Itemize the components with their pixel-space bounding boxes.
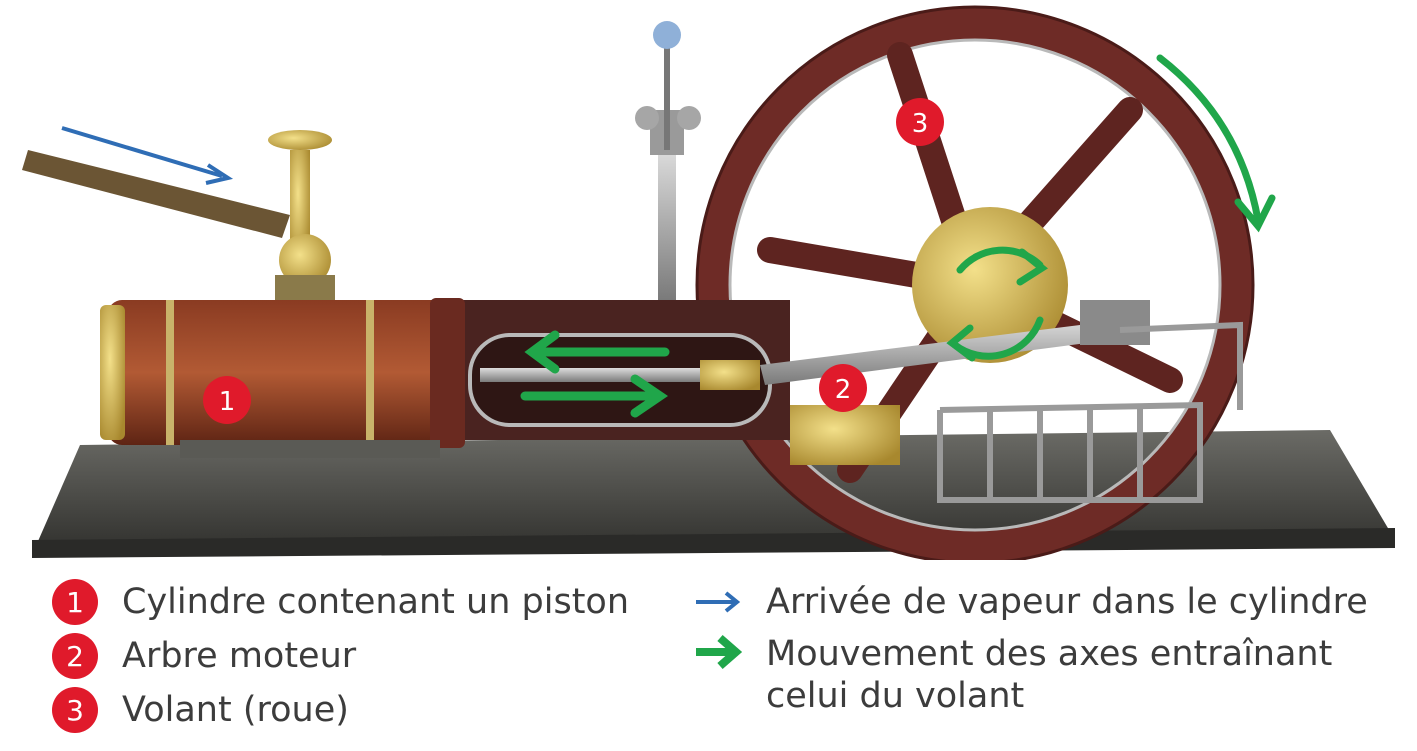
steam-inflow-arrow: [61, 126, 234, 185]
legend-text-shaft: Arbre moteur: [122, 636, 357, 676]
guard-rail: [937, 321, 1243, 503]
marker-2: 2: [819, 364, 867, 412]
cylinder: [100, 298, 465, 458]
legend-item-steam: Arrivée de vapeur dans le cylindre: [694, 579, 1368, 625]
legend-badge-1: 1: [52, 579, 98, 625]
marker-3: 3: [896, 98, 944, 146]
legend: 1 Cylindre contenant un piston 2 Arbre m…: [0, 565, 1417, 751]
legend-item-shaft: 2 Arbre moteur: [52, 633, 356, 679]
steam-engine-illustration: 1 2 3: [22, 5, 1395, 560]
legend-badge-3: 3: [52, 687, 98, 733]
legend-text-cylinder: Cylindre contenant un piston: [122, 582, 630, 622]
svg-text:1: 1: [219, 387, 236, 417]
legend-text-motion-block: Mouvement des axes entraînant celui du v…: [742, 633, 1332, 717]
flywheel-rotation-arrow: [1156, 54, 1276, 233]
svg-text:3: 3: [912, 109, 929, 139]
crosshead-frame: [450, 300, 790, 440]
green-arrow-icon: [696, 634, 742, 670]
governor: [635, 21, 701, 300]
legend-text-flywheel: Volant (roue): [122, 690, 349, 730]
marker-1: 1: [203, 376, 251, 424]
steam-inlet-pipe: [22, 130, 335, 300]
legend-text-motion-line1: Mouvement des axes entraînant: [766, 634, 1333, 674]
legend-item-cylinder: 1 Cylindre contenant un piston: [52, 579, 629, 625]
legend-text-steam: Arrivée de vapeur dans le cylindre: [766, 582, 1368, 622]
piston-motion-arrows: [520, 330, 670, 418]
legend-text-motion-line2: celui du volant: [766, 676, 1025, 716]
legend-badge-2: 2: [52, 633, 98, 679]
bearing-block: [790, 405, 900, 465]
legend-item-flywheel: 3 Volant (roue): [52, 687, 349, 733]
svg-text:2: 2: [835, 375, 852, 405]
shaft-rotation-arrow: [946, 246, 1049, 362]
legend-item-motion: Mouvement des axes entraînant celui du v…: [694, 633, 1332, 717]
blue-arrow-icon: [696, 591, 741, 613]
